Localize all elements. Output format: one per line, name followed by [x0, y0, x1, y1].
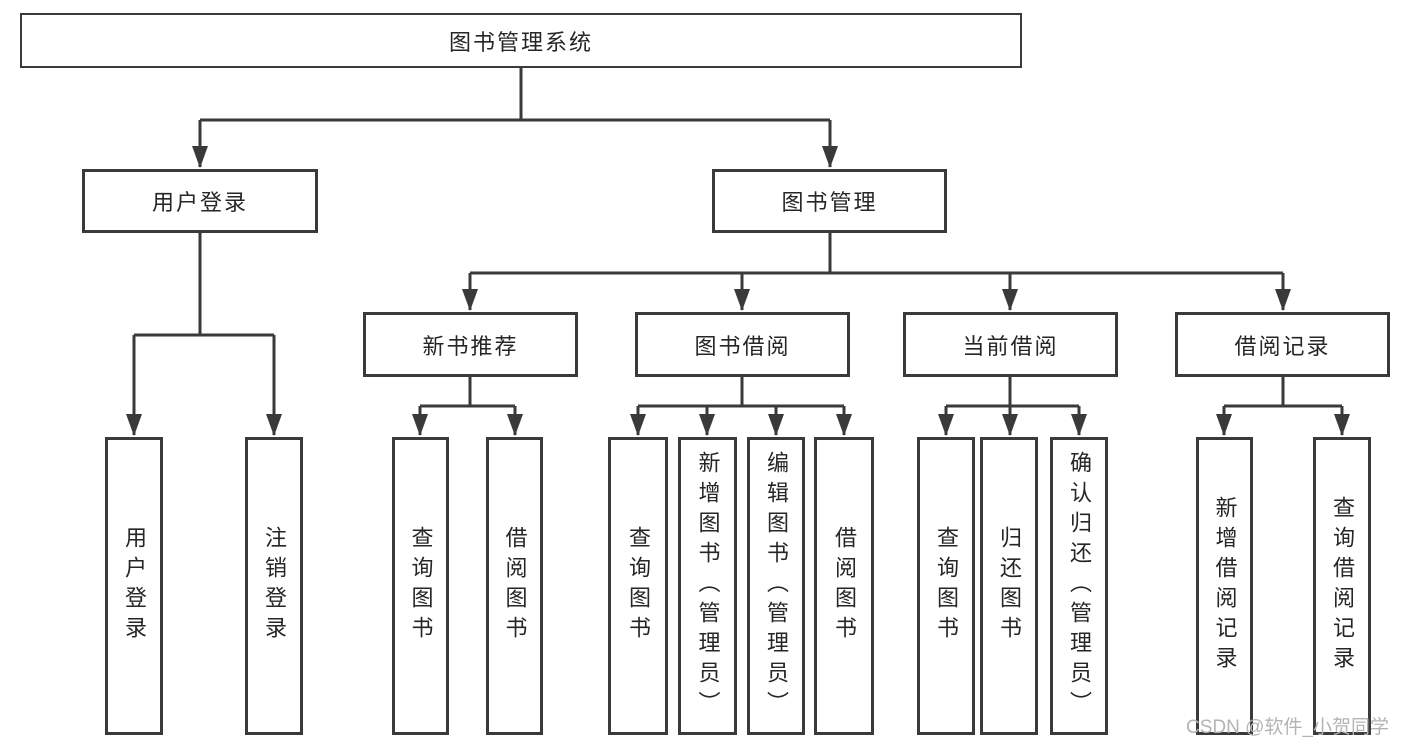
leaf-recommend-query-books: 查询图书	[392, 437, 449, 735]
leaf-borrow-query-books-label: 查询图书	[626, 526, 651, 646]
leaf-recommend-borrow-books-label: 借阅图书	[502, 526, 528, 646]
node-root-label: 图书管理系统	[448, 29, 593, 55]
leaf-query-borrow-record-label: 查询借阅记录	[1330, 496, 1355, 676]
node-borrow-record: 借阅记录	[1175, 312, 1390, 377]
leaf-add-borrow-record-label: 新增借阅记录	[1212, 496, 1238, 676]
leaf-add-borrow-record: 新增借阅记录	[1196, 437, 1253, 735]
node-book-management: 图书管理	[712, 169, 947, 233]
leaf-recommend-query-books-label: 查询图书	[408, 526, 434, 646]
leaf-borrow-query-books: 查询图书	[608, 437, 668, 735]
leaf-add-books-admin-label: 新增图书（管理员）	[695, 451, 721, 721]
leaf-current-query-books-label: 查询图书	[934, 526, 959, 646]
leaf-logout-label: 注销登录	[262, 526, 287, 646]
leaf-confirm-return-admin: 确认归还（管理员）	[1050, 437, 1108, 735]
leaf-borrow-books-label: 借阅图书	[832, 526, 857, 646]
leaf-query-borrow-record: 查询借阅记录	[1313, 437, 1371, 735]
leaf-edit-books-admin-label: 编辑图书（管理员）	[764, 451, 789, 721]
node-root: 图书管理系统	[20, 13, 1022, 68]
leaf-return-books: 归还图书	[980, 437, 1038, 735]
csdn-watermark: CSDN @软件_小贺同学	[1186, 717, 1389, 738]
node-book-borrow: 图书借阅	[635, 312, 850, 377]
node-current-borrow-label: 当前借阅	[962, 333, 1059, 359]
node-current-borrow: 当前借阅	[903, 312, 1118, 377]
node-user-login: 用户登录	[82, 169, 318, 233]
leaf-logout: 注销登录	[245, 437, 303, 735]
leaf-current-query-books: 查询图书	[917, 437, 975, 735]
node-new-book-recommend: 新书推荐	[363, 312, 578, 377]
leaf-confirm-return-admin-label: 确认归还（管理员）	[1067, 451, 1092, 721]
leaf-return-books-label: 归还图书	[997, 526, 1022, 646]
node-user-login-label: 用户登录	[151, 190, 248, 215]
leaf-user-login: 用户登录	[105, 437, 163, 735]
leaf-recommend-borrow-books: 借阅图书	[486, 437, 543, 735]
leaf-borrow-books: 借阅图书	[814, 437, 874, 735]
leaf-edit-books-admin: 编辑图书（管理员）	[747, 437, 805, 735]
node-new-book-recommend-label: 新书推荐	[422, 333, 519, 359]
node-book-management-label: 图书管理	[781, 190, 878, 215]
leaf-add-books-admin: 新增图书（管理员）	[678, 437, 737, 735]
node-book-borrow-label: 图书借阅	[694, 333, 791, 359]
leaf-user-login-label: 用户登录	[122, 526, 147, 646]
node-borrow-record-label: 借阅记录	[1234, 333, 1331, 359]
